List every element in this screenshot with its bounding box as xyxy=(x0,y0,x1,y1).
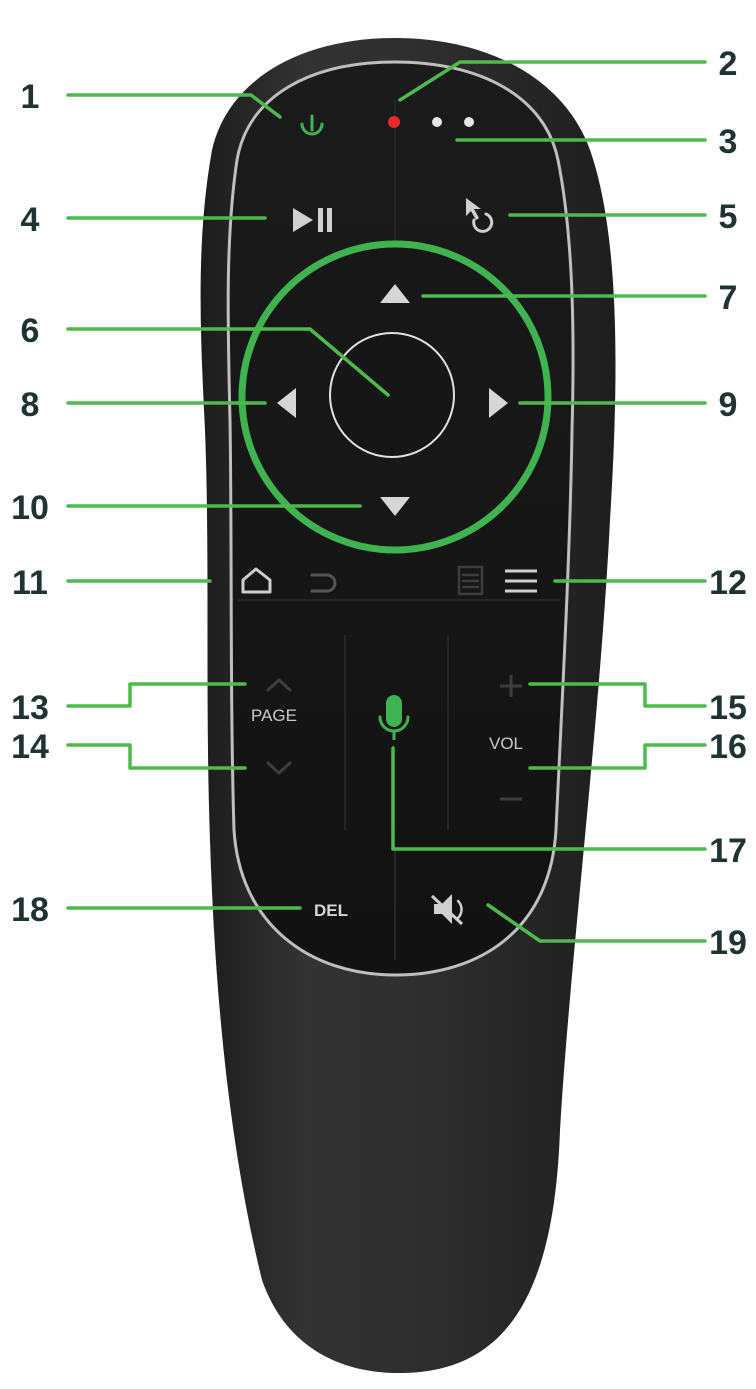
leader-16 xyxy=(528,743,707,770)
menu-icon[interactable] xyxy=(505,569,537,593)
callout-1: 1 xyxy=(21,78,40,116)
callout-11: 11 xyxy=(12,564,48,602)
leader-13 xyxy=(66,682,247,708)
arrow-up-icon[interactable] xyxy=(380,284,410,303)
chevron-up-icon[interactable] xyxy=(266,678,292,692)
callout-8: 8 xyxy=(21,386,40,424)
callout-numbers: 1 2 3 4 5 6 7 8 9 10 11 12 13 14 15 16 1… xyxy=(11,45,747,962)
led-indicator xyxy=(388,116,400,128)
arrow-down-icon[interactable] xyxy=(380,497,410,516)
chevron-down-icon[interactable] xyxy=(266,761,292,775)
callout-4: 4 xyxy=(21,201,40,239)
leader-19 xyxy=(486,903,707,943)
leader-2 xyxy=(398,60,707,102)
settings-icon[interactable] xyxy=(457,565,484,596)
callout-2: 2 xyxy=(719,45,738,83)
arrow-right-icon[interactable] xyxy=(489,388,508,418)
leader-17 xyxy=(391,746,707,851)
callout-19: 19 xyxy=(709,924,747,962)
del-button[interactable]: DEL xyxy=(314,901,348,920)
callout-7: 7 xyxy=(719,279,738,317)
back-icon[interactable] xyxy=(310,573,337,593)
mute-icon[interactable] xyxy=(430,894,464,926)
mouse-pointer-icon[interactable] xyxy=(466,198,494,233)
power-icon[interactable] xyxy=(300,114,324,136)
leader-lines xyxy=(66,60,707,943)
leader-14 xyxy=(66,743,247,770)
callout-3: 3 xyxy=(719,123,738,161)
home-icon[interactable] xyxy=(241,567,272,594)
leader-6 xyxy=(66,327,390,397)
callout-5: 5 xyxy=(719,198,738,236)
callout-17: 17 xyxy=(709,832,747,870)
ok-button[interactable] xyxy=(329,332,455,458)
callout-14: 14 xyxy=(11,728,49,766)
callout-18: 18 xyxy=(11,891,49,929)
callout-12: 12 xyxy=(709,564,747,602)
callout-6: 6 xyxy=(21,312,40,350)
callout-13: 13 xyxy=(11,689,49,727)
callout-10: 10 xyxy=(11,489,49,527)
page-label: PAGE xyxy=(251,706,297,725)
callout-16: 16 xyxy=(709,728,747,766)
callout-9: 9 xyxy=(719,386,738,424)
play-pause-icon[interactable] xyxy=(293,208,332,232)
sensor-dots xyxy=(432,117,474,127)
leader-15 xyxy=(528,682,707,708)
leader-1 xyxy=(66,93,282,119)
arrow-left-icon[interactable] xyxy=(277,388,296,418)
vol-label: VOL xyxy=(489,734,523,753)
callout-15: 15 xyxy=(709,689,747,727)
microphone-icon[interactable] xyxy=(378,695,410,740)
plus-icon[interactable] xyxy=(500,675,522,697)
